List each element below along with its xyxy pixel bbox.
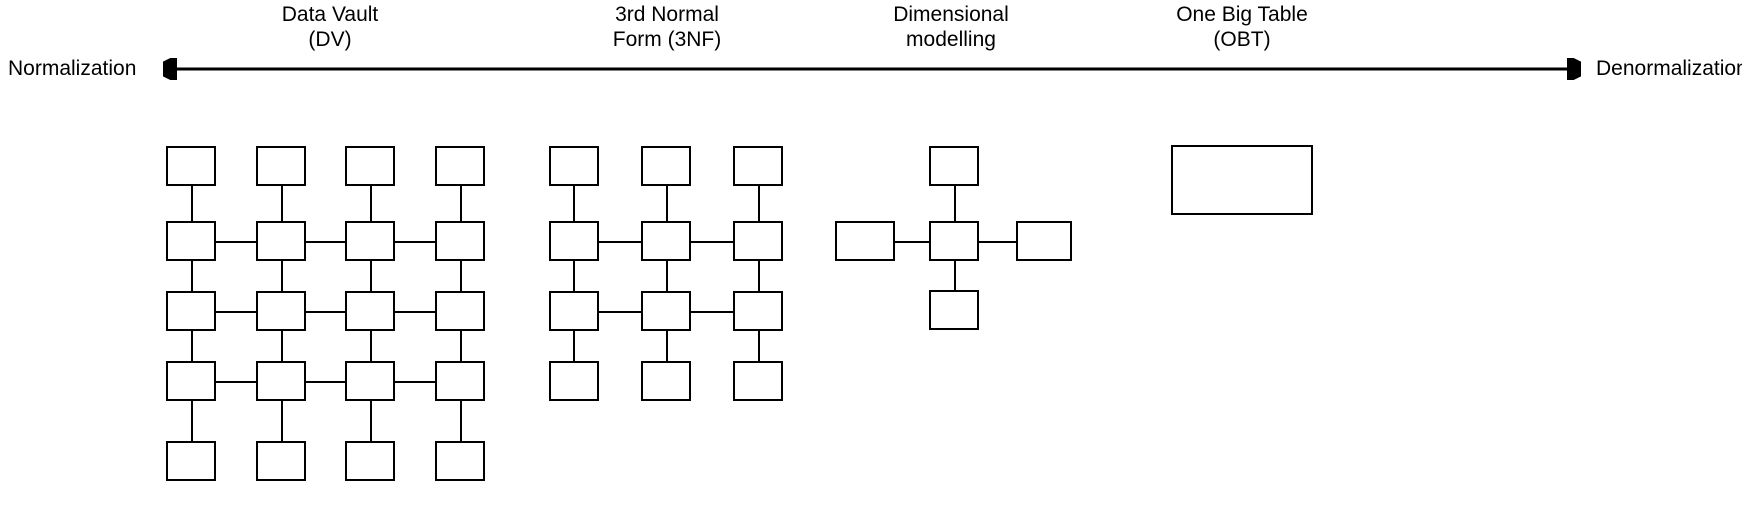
tnf-edge-v <box>665 185 669 223</box>
heading-line-2: (OBT) <box>1213 28 1271 51</box>
dv-table-node[interactable] <box>345 221 395 261</box>
heading-line-2: (DV) <box>308 28 352 51</box>
dv-edge-v <box>190 400 194 443</box>
dv-edge-h <box>394 310 442 314</box>
tnf-table-node[interactable] <box>733 291 783 331</box>
dim-dimension-node-bottom[interactable] <box>929 290 979 330</box>
dv-edge-v <box>369 330 373 363</box>
tnf-table-node[interactable] <box>549 221 599 261</box>
dv-table-node[interactable] <box>435 146 485 186</box>
tnf-table-node[interactable] <box>549 291 599 331</box>
dv-edge-v <box>459 400 463 443</box>
dv-edge-h <box>305 240 351 244</box>
obt-table-node[interactable] <box>1171 145 1313 215</box>
tnf-edge-v <box>572 330 576 363</box>
dv-edge-v <box>369 260 373 293</box>
double-headed-arrow-icon <box>163 58 1581 80</box>
tnf-table-node[interactable] <box>641 221 691 261</box>
dv-edge-v <box>369 185 373 223</box>
heading-line-1: 3rd Normal <box>615 3 719 26</box>
dv-edge-v <box>459 260 463 293</box>
dv-edge-h <box>394 380 442 384</box>
dv-table-node[interactable] <box>256 361 306 401</box>
column-heading-3nf: 3rd Normal Form (3NF) <box>537 2 797 52</box>
dv-table-node[interactable] <box>166 221 216 261</box>
dv-edge-v <box>369 400 373 443</box>
tnf-edge-v <box>757 260 761 293</box>
dv-edge-v <box>190 185 194 223</box>
tnf-table-node[interactable] <box>733 146 783 186</box>
axis-label-normalization: Normalization <box>8 57 137 80</box>
dim-edge-v-top <box>953 185 957 223</box>
tnf-edge-v <box>757 185 761 223</box>
tnf-edge-v <box>665 330 669 363</box>
tnf-table-node[interactable] <box>641 146 691 186</box>
dv-table-node[interactable] <box>166 361 216 401</box>
tnf-table-node[interactable] <box>733 221 783 261</box>
tnf-edge-h <box>598 310 644 314</box>
tnf-table-node[interactable] <box>549 146 599 186</box>
tnf-edge-h <box>598 240 644 244</box>
dv-table-node[interactable] <box>256 221 306 261</box>
tnf-edge-v <box>757 330 761 363</box>
dv-table-node[interactable] <box>166 291 216 331</box>
dv-edge-h <box>394 240 442 244</box>
dv-table-node[interactable] <box>256 146 306 186</box>
axis-label-denormalization: Denormalization <box>1596 57 1742 80</box>
dv-edge-v <box>280 330 284 363</box>
dv-edge-v <box>190 330 194 363</box>
dv-edge-h <box>215 310 261 314</box>
dv-table-node[interactable] <box>435 291 485 331</box>
dim-dimension-node-right[interactable] <box>1016 221 1072 261</box>
dim-fact-node-center[interactable] <box>929 221 979 261</box>
tnf-table-node[interactable] <box>733 361 783 401</box>
dv-table-node[interactable] <box>256 441 306 481</box>
tnf-table-node[interactable] <box>641 361 691 401</box>
tnf-edge-h <box>691 310 735 314</box>
dv-table-node[interactable] <box>435 221 485 261</box>
tnf-edge-v <box>572 260 576 293</box>
dv-table-node[interactable] <box>435 441 485 481</box>
dv-table-node[interactable] <box>345 441 395 481</box>
heading-line-1: One Big Table <box>1176 3 1308 26</box>
dv-edge-v <box>280 185 284 223</box>
dv-table-node[interactable] <box>345 361 395 401</box>
column-heading-dimensional: Dimensional modelling <box>821 2 1081 52</box>
dv-edge-h <box>305 310 351 314</box>
tnf-table-node[interactable] <box>641 291 691 331</box>
dv-edge-v <box>280 400 284 443</box>
dim-edge-v-bottom <box>953 259 957 292</box>
column-heading-obt: One Big Table (OBT) <box>1112 2 1372 52</box>
tnf-table-node[interactable] <box>549 361 599 401</box>
dv-edge-v <box>190 260 194 293</box>
heading-line-2: modelling <box>906 28 996 51</box>
dv-table-node[interactable] <box>166 146 216 186</box>
heading-line-1: Data Vault <box>281 3 379 26</box>
dim-edge-h-left <box>895 240 933 244</box>
dv-table-node[interactable] <box>345 291 395 331</box>
heading-line-1: Dimensional <box>893 3 1009 26</box>
dv-edge-h <box>215 240 261 244</box>
dv-table-node[interactable] <box>345 146 395 186</box>
dv-edge-v <box>459 330 463 363</box>
column-heading-data-vault: Data Vault (DV) <box>200 2 460 52</box>
tnf-edge-h <box>691 240 735 244</box>
dv-edge-v <box>280 260 284 293</box>
dv-table-node[interactable] <box>166 441 216 481</box>
dim-dimension-node-left[interactable] <box>835 221 895 261</box>
dim-dimension-node-top[interactable] <box>929 146 979 186</box>
heading-line-2: Form (3NF) <box>612 28 722 51</box>
dim-edge-h-right <box>978 240 1018 244</box>
dv-table-node[interactable] <box>435 361 485 401</box>
tnf-edge-v <box>572 185 576 223</box>
dv-edge-v <box>459 185 463 223</box>
tnf-edge-v <box>665 260 669 293</box>
dv-edge-h <box>305 380 351 384</box>
dv-edge-h <box>215 380 261 384</box>
dv-table-node[interactable] <box>256 291 306 331</box>
